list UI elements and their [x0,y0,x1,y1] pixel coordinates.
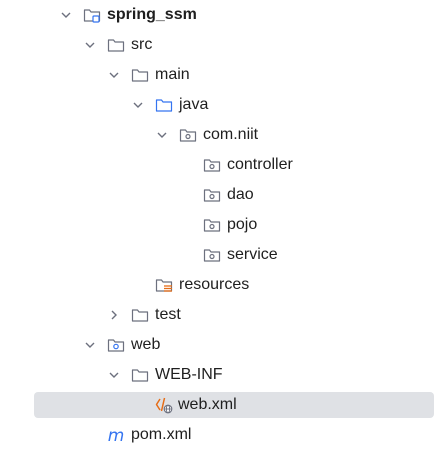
tree-item-controller[interactable]: controller [0,150,445,180]
tree-item-test[interactable]: test [0,300,445,330]
tree-item-com-niit[interactable]: com.niit [0,120,445,150]
tree-item-java[interactable]: java [0,90,445,120]
svg-text:m: m [108,426,125,444]
web-folder-icon [107,339,125,352]
tree-item-web-xml[interactable]: web.xml [0,390,445,420]
tree-item-web[interactable]: web [0,330,445,360]
tree-item-spring-ssm[interactable]: spring_ssm [0,0,445,30]
package-icon [203,159,221,172]
module-folder-icon [83,9,101,23]
tree-item-label: WEB-INF [155,366,223,383]
tree-item-label: web [131,336,161,353]
package-icon [179,129,197,142]
tree-item-label: pom.xml [131,426,192,443]
package-icon [203,189,221,202]
source-root-folder-icon [155,99,173,112]
chevron-down-icon[interactable] [107,368,121,382]
tree-item-web-inf[interactable]: WEB-INF [0,360,445,390]
tree-item-label: web.xml [178,396,237,413]
tree-item-label: java [179,96,209,113]
tree-item-label: pojo [227,216,258,233]
tree-item-label: com.niit [203,126,259,143]
tree-item-label: spring_ssm [107,6,197,23]
chevron-down-icon[interactable] [131,98,145,112]
chevron-down-icon[interactable] [59,8,73,22]
folder-icon [131,369,149,382]
resources-folder-icon [155,279,173,292]
tree-item-label: service [227,246,278,263]
web-xml-file-icon [155,397,173,414]
tree-item-label: resources [179,276,250,293]
tree-item-label: dao [227,186,254,203]
maven-file-icon: m [108,426,125,444]
tree-item-label: test [155,306,181,323]
tree-item-label: src [131,36,153,53]
tree-item-pojo[interactable]: pojo [0,210,445,240]
package-icon [203,219,221,232]
folder-icon [131,309,149,322]
chevron-down-icon[interactable] [107,68,121,82]
folder-icon [107,39,125,52]
chevron-right-icon[interactable] [107,308,121,322]
package-icon [203,249,221,262]
tree-item-label: controller [227,156,293,173]
chevron-down-icon[interactable] [83,38,97,52]
tree-item-resources[interactable]: resources [0,270,445,300]
chevron-down-icon[interactable] [83,338,97,352]
tree-item-service[interactable]: service [0,240,445,270]
tree-item-src[interactable]: src [0,30,445,60]
folder-icon [131,69,149,82]
tree-item-dao[interactable]: dao [0,180,445,210]
tree-item-label: main [155,66,190,83]
tree-item-pom-xml[interactable]: m pom.xml [0,420,445,450]
chevron-down-icon[interactable] [155,128,169,142]
tree-item-main[interactable]: main [0,60,445,90]
selection-highlight [34,392,434,418]
